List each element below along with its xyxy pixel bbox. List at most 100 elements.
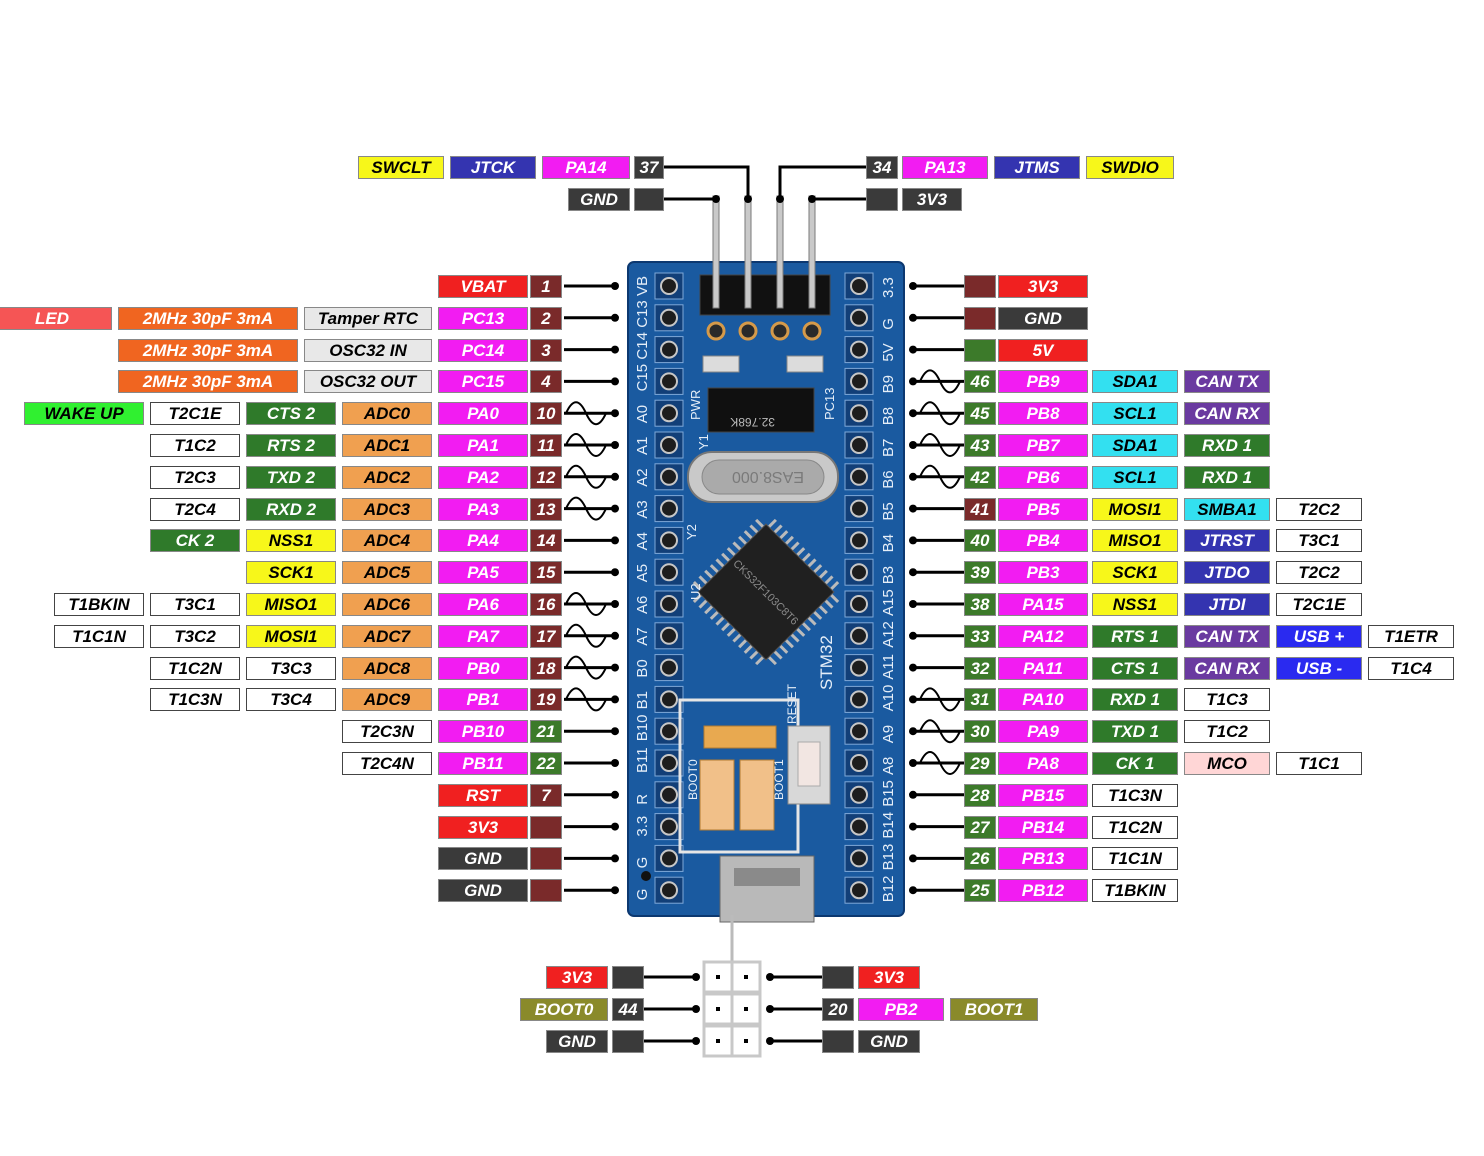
pin-function: ADC1 [342,434,432,457]
pin-hole [660,785,678,804]
right-wire-dot [909,790,917,799]
silk-left-label: A4 [634,532,651,550]
silk-right-label: B13 [880,844,897,871]
pin-hole [660,499,678,518]
mcu-lead [721,552,731,562]
pin-hole [660,531,678,550]
pin-name: PC14 [438,338,528,362]
pin-hole [850,308,868,327]
right-pwm-wave [919,719,961,744]
pin-hole [850,404,868,423]
pin-name: PA11 [998,656,1088,680]
silk-left-label: A7 [634,627,651,645]
pin-hole [850,626,868,645]
pin-function: LED [0,306,112,330]
pwr-led [702,355,740,373]
pin-name: RST [438,783,528,807]
boot-label: 3V3 [546,966,608,989]
pin-hole [850,499,868,518]
mcu-lead [818,605,828,615]
pin-name: PA1 [438,434,528,457]
right-wire-dot [909,313,917,322]
top-label [866,188,898,211]
pin-number: 16 [530,593,562,616]
pin-function: RTS 1 [1092,624,1178,648]
pin-function: T1C1N [1092,847,1178,871]
pin-function: MOSI1 [246,624,336,648]
y1-silk: Y1 [696,434,711,450]
mcu-lead [779,644,789,654]
mcu-lead [779,530,789,540]
pin-number: 42 [964,465,996,489]
right-pwm-wave [919,369,961,394]
pin-number: 40 [964,529,996,553]
pin-hole [660,754,678,772]
pin-name: PB3 [998,561,1088,585]
mcu-lead [726,547,736,557]
pin-name: PB7 [998,434,1088,457]
boot-header-pin [744,1039,748,1043]
pin-function: T1C2 [150,434,240,457]
silk-right-label: B5 [880,502,897,520]
pin-number [964,275,996,298]
right-wire-dot [909,472,917,481]
left-pwm-wave [565,401,607,426]
pin-function: SDA1 [1092,434,1178,457]
pin-function: T1BKIN [1092,879,1178,903]
boot-header-pin [744,975,748,979]
pin-function: MOSI1 [1092,497,1178,521]
top-wire [663,165,750,202]
pin-function: SCL1 [1092,402,1178,426]
pin-function: T1C2N [150,656,240,680]
pc13-led [786,355,824,373]
right-wire-dot [909,663,917,672]
pin-name: PA9 [998,720,1088,744]
right-wire-dot [909,822,917,831]
left-pwm-wave [565,655,607,680]
silk-right-label: A10 [880,685,897,712]
mcu-lead [790,541,800,551]
left-wire-dot [611,822,619,831]
pin-number: 30 [964,720,996,744]
pin-function: RXD 1 [1184,434,1270,457]
pin-hole [850,849,868,868]
silk-left-label: G [634,857,651,869]
right-wire-dot [909,854,917,863]
pin-function: CAN TX [1184,624,1270,648]
pin-name: VBAT [438,275,528,298]
pin-hole [850,595,868,613]
pin-name: PA7 [438,624,528,648]
pin-number: 3 [530,338,562,362]
pin-hole [660,722,678,741]
pin-function: T1ETR [1368,624,1454,648]
top-wire-dot [712,195,720,203]
pin-number: 43 [964,434,996,457]
top-label: PA13 [902,156,988,179]
pin-hole [660,563,678,582]
silk-right-label: A8 [880,757,897,775]
pin-function: OSC32 IN [304,338,432,362]
pin-hole [850,690,868,709]
silk-right-label: A12 [880,621,897,648]
pin-number: 27 [964,815,996,839]
pin-function: T2C1E [150,402,240,426]
brand-silk: STM32 [817,635,836,690]
boot-wire-dot [766,1037,774,1045]
mcu-lead [807,616,817,626]
pin-function: OSC32 OUT [304,370,432,394]
right-wire-dot [909,504,917,513]
pin-hole [850,754,868,772]
left-wire-dot [611,854,619,863]
top-label: 34 [866,156,898,179]
pin-name: PC13 [438,306,528,330]
pin-number: 12 [530,465,562,489]
pin-number: 33 [964,624,996,648]
top-wire [778,165,866,202]
mcu-lead [692,593,703,603]
boot-wire-dot [692,1005,700,1013]
pin-function: CAN TX [1184,370,1270,394]
mcu-lead [749,650,759,660]
hse-crystal-text: EAS8.000 [732,468,804,485]
pin-name: GND [438,879,528,903]
